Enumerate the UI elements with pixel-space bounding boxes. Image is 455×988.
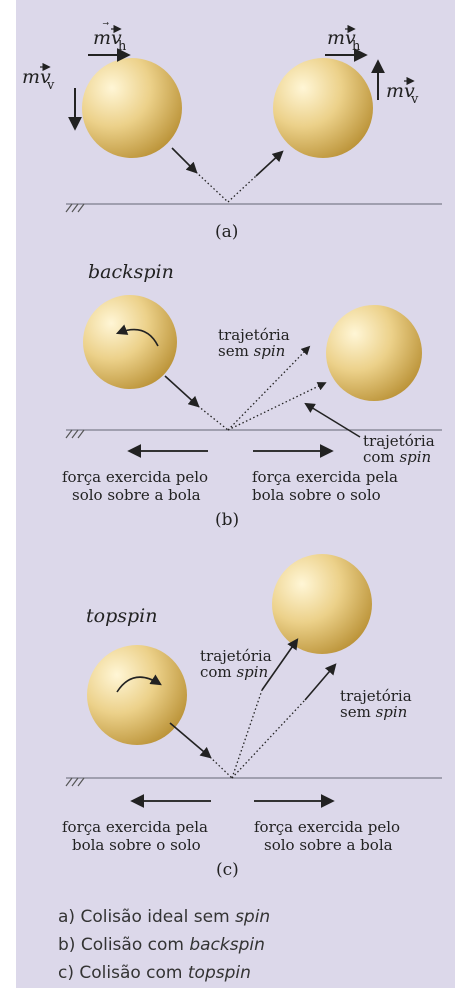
mvh-label-right: mv h: [327, 27, 361, 54]
force-right-label-2: bola sobre o solo: [252, 486, 381, 504]
no-spin-trajectory-head: [305, 665, 335, 700]
backspin-title: backspin: [88, 261, 174, 283]
svg-text:v: v: [46, 78, 55, 93]
traj-nospin-label-2: sem spin: [340, 703, 407, 721]
hatch-marks: [66, 430, 84, 438]
ball-incoming: [87, 645, 187, 745]
ball-incoming: [82, 58, 182, 158]
caption-c: c) Colisão com topspin: [58, 963, 251, 983]
hatch-marks: [66, 204, 84, 212]
force-right-label-2: solo sobre a bola: [264, 836, 393, 854]
ball-outgoing: [273, 58, 373, 158]
ball-outgoing: [326, 305, 422, 401]
mvv-label-left: mv v: [22, 66, 55, 93]
panel-c-label: (c): [216, 860, 239, 880]
svg-text:h: h: [352, 39, 361, 54]
topspin-title: topspin: [86, 605, 157, 627]
panel-a: mv h ⃗ mv v mv h mv v (a): [22, 22, 442, 242]
svg-text:v: v: [410, 92, 419, 107]
ball-outgoing: [272, 554, 372, 654]
force-right-label-1: força exercida pela: [252, 468, 398, 486]
force-left-label-2: solo sobre a bola: [72, 486, 201, 504]
traj-nospin-label-2: sem spin: [218, 342, 285, 360]
incoming-dotted: [196, 172, 228, 202]
caption-a: a) Colisão ideal sem spin: [58, 907, 270, 927]
caption-b: b) Colisão com backspin: [58, 935, 265, 955]
force-left-label-1: força exercida pela: [62, 818, 208, 836]
incoming-dotted: [198, 406, 228, 430]
mvh-label-left: mv h ⃗: [93, 22, 127, 54]
incoming-arrow: [172, 148, 196, 172]
force-left-label-1: força exercida pelo: [62, 468, 208, 486]
svg-text:⃗: ⃗: [102, 22, 109, 25]
incoming-arrow: [170, 723, 210, 757]
panel-b: backspin trajetória sem spin trajetória …: [62, 261, 442, 530]
incoming-dotted: [210, 757, 232, 778]
pointer-arrow: [306, 404, 360, 437]
captions: a) Colisão ideal sem spin b) Colisão com…: [58, 907, 270, 983]
force-left-label-2: bola sobre o solo: [72, 836, 201, 854]
incoming-arrow: [165, 376, 198, 406]
ball-incoming: [83, 295, 177, 389]
no-spin-trajectory: [232, 700, 305, 778]
outgoing-arrow: [256, 152, 282, 176]
outgoing-dotted: [228, 176, 256, 202]
panel-a-label: (a): [215, 222, 238, 242]
traj-spin-label-2: com spin: [363, 448, 431, 466]
panel-c: topspin trajetória com spin trajetória s…: [62, 554, 442, 880]
svg-text:h: h: [118, 39, 127, 54]
hatch-marks: [66, 778, 84, 786]
spin-trajectory: [232, 690, 262, 778]
force-right-label-1: força exercida pelo: [254, 818, 400, 836]
traj-spin-label-2: com spin: [200, 663, 268, 681]
mvv-label-right: mv v: [386, 80, 419, 107]
panel-b-label: (b): [215, 510, 239, 530]
